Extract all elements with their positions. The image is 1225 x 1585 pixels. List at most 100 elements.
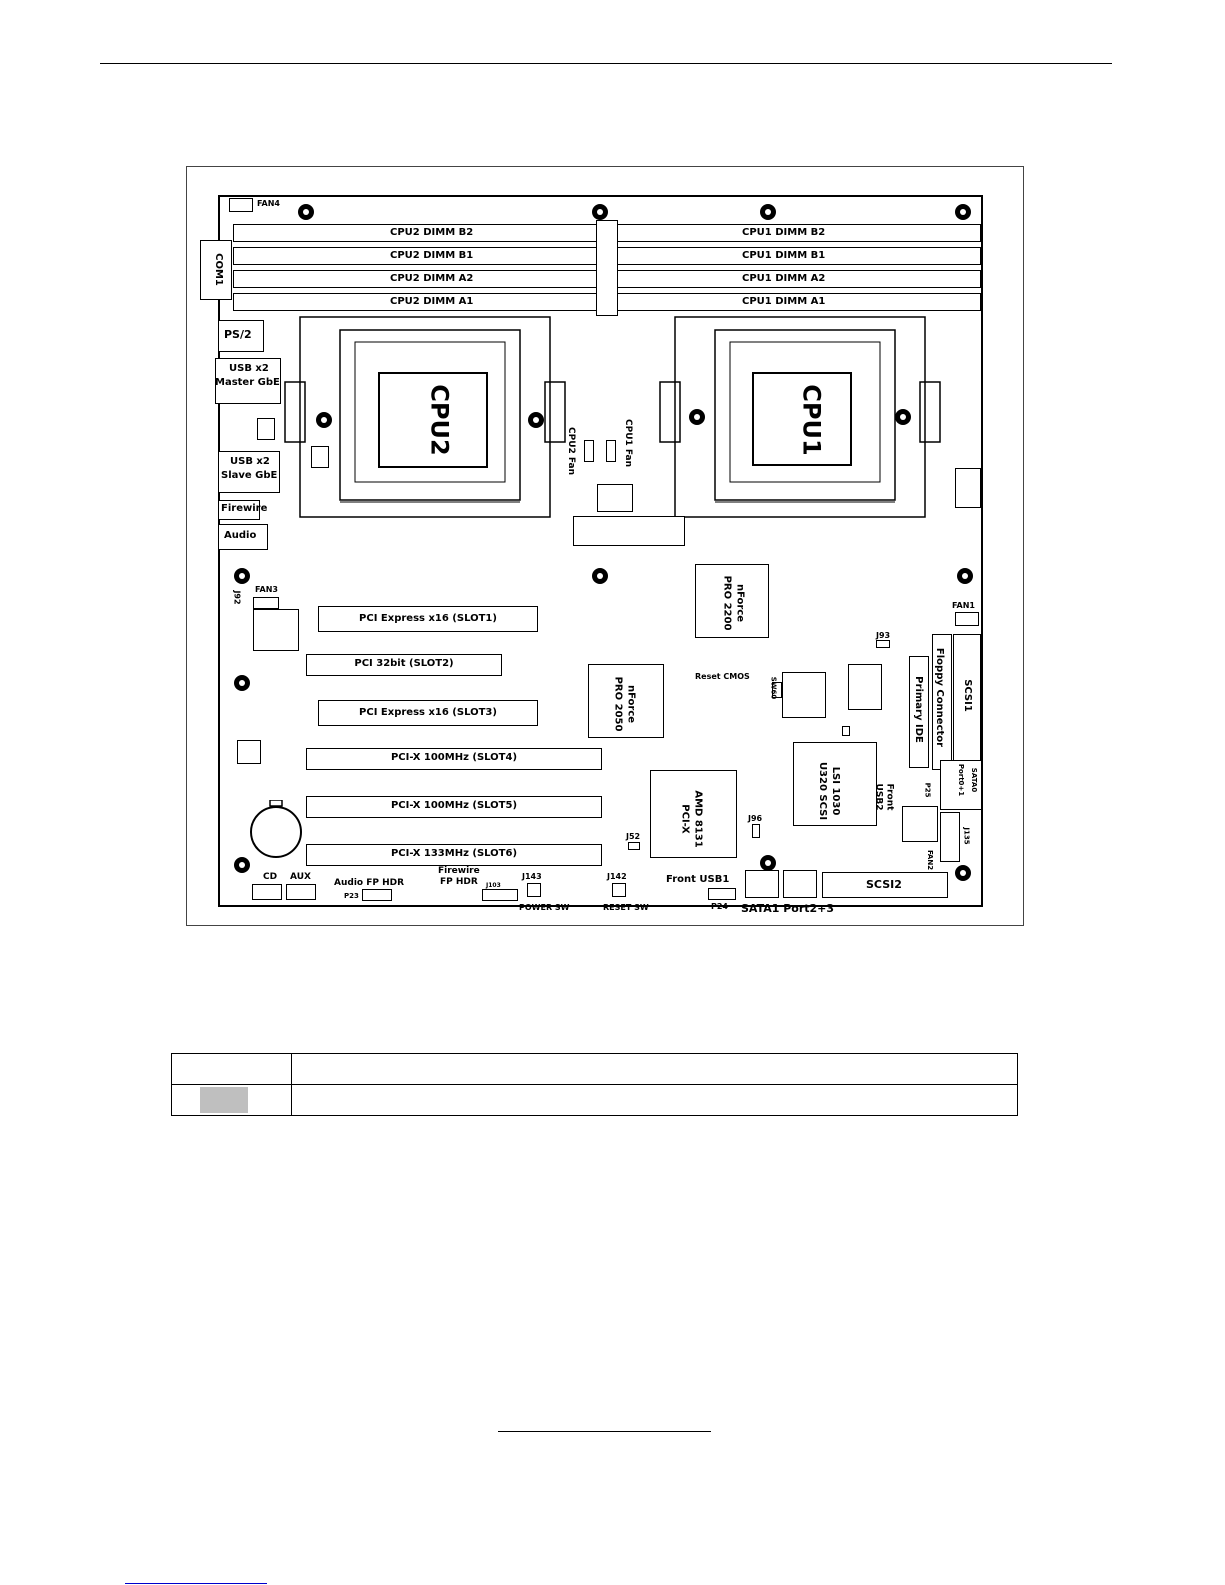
j93-label: J93 (876, 631, 891, 640)
dimm-notch (596, 220, 618, 316)
component-block (257, 418, 275, 440)
ps2-port (218, 320, 264, 352)
sata-port2-3-connector (783, 870, 817, 898)
lsi-1030-chip (793, 742, 877, 826)
p23-label: P23 (344, 892, 359, 900)
audio-fp-label: Audio FP HDR (334, 878, 405, 888)
table-cell (171, 1053, 292, 1085)
front-usb1-header (708, 888, 736, 900)
aux-header (286, 884, 316, 900)
usb-slave-gbe-port (218, 451, 280, 493)
mounting-hole (592, 204, 608, 220)
cpu2-label: CPU2 (425, 384, 454, 456)
footer-link-underline (125, 1583, 267, 1584)
pci-x-slot4: PCI-X 100MHz (SLOT4) (306, 748, 602, 770)
battery-icon (250, 800, 302, 858)
audio-fp-header (362, 889, 392, 901)
j143-label: J143 (522, 872, 542, 881)
cpu1-retention-hole (689, 409, 705, 425)
legend-table (171, 1053, 1018, 1116)
table-row (171, 1053, 1018, 1085)
cpu-power-connector (597, 484, 633, 512)
front-usb1-label: Front USB1 (666, 874, 730, 885)
reset-sw-header (612, 883, 626, 897)
usb-slave-label-1: USB x2 (230, 456, 270, 467)
fan4-header (229, 198, 253, 212)
scsi1-connector (953, 634, 981, 762)
mounting-hole (955, 865, 971, 881)
reset-sw-label: RESET SW (603, 903, 649, 912)
fan4-label: FAN4 (257, 199, 280, 208)
pci-express-slot1: PCI Express x16 (SLOT1) (318, 606, 538, 632)
component-block (902, 806, 938, 842)
table-cell (291, 1053, 1018, 1085)
firewire-fp-header (482, 889, 518, 901)
dimm-label: CPU1 DIMM A1 (742, 296, 826, 307)
mounting-hole (234, 675, 250, 691)
aux-label: AUX (290, 872, 311, 882)
j103-label: J103 (486, 882, 501, 889)
cpu2-retention-hole (528, 412, 544, 428)
sw60-label: SW60 (769, 676, 778, 700)
scsi2-connector (822, 872, 948, 898)
footer-rule (498, 1431, 711, 1432)
nforce-2200-chip (695, 564, 769, 638)
power-sw-header (527, 883, 541, 897)
scsi2-label: SCSI2 (866, 878, 902, 891)
cpu2-fan-label: CPU2 Fan (566, 426, 577, 476)
j135-header (940, 812, 960, 862)
mounting-hole (957, 568, 973, 584)
j96-jumper (752, 824, 760, 838)
usb-master-label-2: Master GbE (215, 377, 280, 388)
usb-master-label-1: USB x2 (229, 363, 269, 374)
mounting-hole (955, 204, 971, 220)
fan1-label: FAN1 (952, 601, 975, 610)
sata1-connector (745, 870, 779, 898)
nforce-2050-chip (588, 664, 664, 738)
reset-cmos-jumper (772, 682, 782, 698)
cpu1-label: CPU1 (797, 384, 826, 456)
header-rule (100, 63, 1112, 64)
audio-label: Audio (224, 530, 257, 541)
j96-label: J96 (748, 814, 763, 823)
table-row (171, 1084, 1018, 1116)
j52-label: J52 (626, 832, 641, 841)
cpu2-fan-header (584, 440, 594, 462)
com1-port (200, 240, 232, 300)
component-block (848, 664, 882, 710)
firewire-label: Firewire (221, 503, 268, 514)
sata0-label: SATA0 (970, 767, 979, 793)
j92-label: J92 (232, 590, 242, 605)
atx-power-connector (573, 516, 685, 546)
mounting-hole (234, 568, 250, 584)
mounting-hole (234, 857, 250, 873)
mounting-hole (760, 855, 776, 871)
cpu2-retention-hole (316, 412, 332, 428)
cpu1-fan-label: CPU1 Fan (623, 418, 634, 468)
cd-header (252, 884, 282, 900)
p25-label: P25 (923, 782, 932, 798)
fan3-header (253, 597, 279, 609)
dimm-label: CPU2 DIMM B2 (390, 227, 474, 238)
table-cell (291, 1084, 1018, 1116)
fan2-label: FAN2 (926, 849, 935, 871)
component-block (842, 726, 850, 736)
cpu1-fan-header (606, 440, 616, 462)
sata1-label: SATA1 Port2+3 (741, 902, 835, 915)
dimm-label: CPU1 DIMM A2 (742, 273, 826, 284)
usb-master-gbe-port (215, 358, 281, 404)
fan1-header (955, 612, 979, 626)
primary-ide-connector (909, 656, 929, 768)
shade-swatch (200, 1087, 248, 1113)
cd-label: CD (263, 872, 278, 882)
component-block (311, 446, 329, 468)
table-cell-shaded (171, 1084, 292, 1116)
cpu1-socket-outline (659, 316, 941, 518)
fan3-label: FAN3 (255, 585, 278, 594)
cpu2-socket-outline (284, 316, 566, 518)
p24-label: P24 (711, 902, 728, 911)
pci-express-slot3: PCI Express x16 (SLOT3) (318, 700, 538, 726)
